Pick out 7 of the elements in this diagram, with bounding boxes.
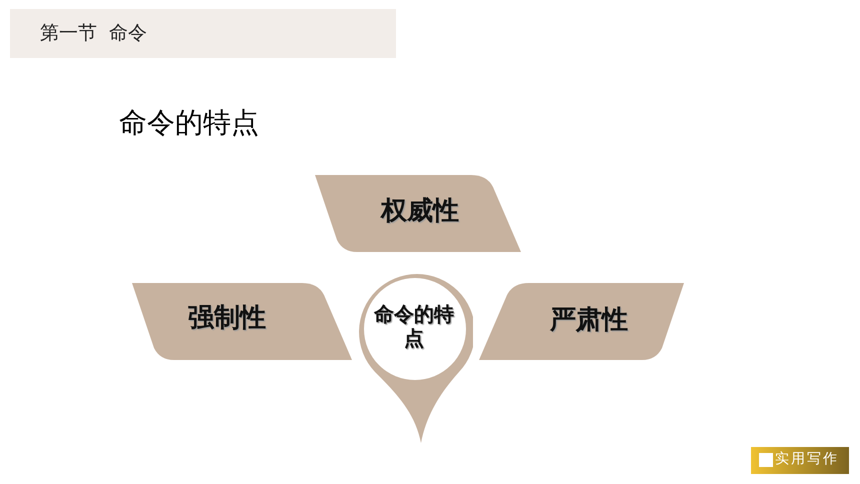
box-label: 强制性 xyxy=(187,303,267,334)
title: 命令的特点 xyxy=(119,105,259,141)
box-label: 严肃性 xyxy=(548,305,629,336)
box-label: 权威性 xyxy=(379,196,460,228)
badge-label: 实用写作 xyxy=(775,450,839,468)
section-heading: 第一节 命令 xyxy=(40,21,148,46)
pin-label: 命令的特点 xyxy=(372,302,455,350)
